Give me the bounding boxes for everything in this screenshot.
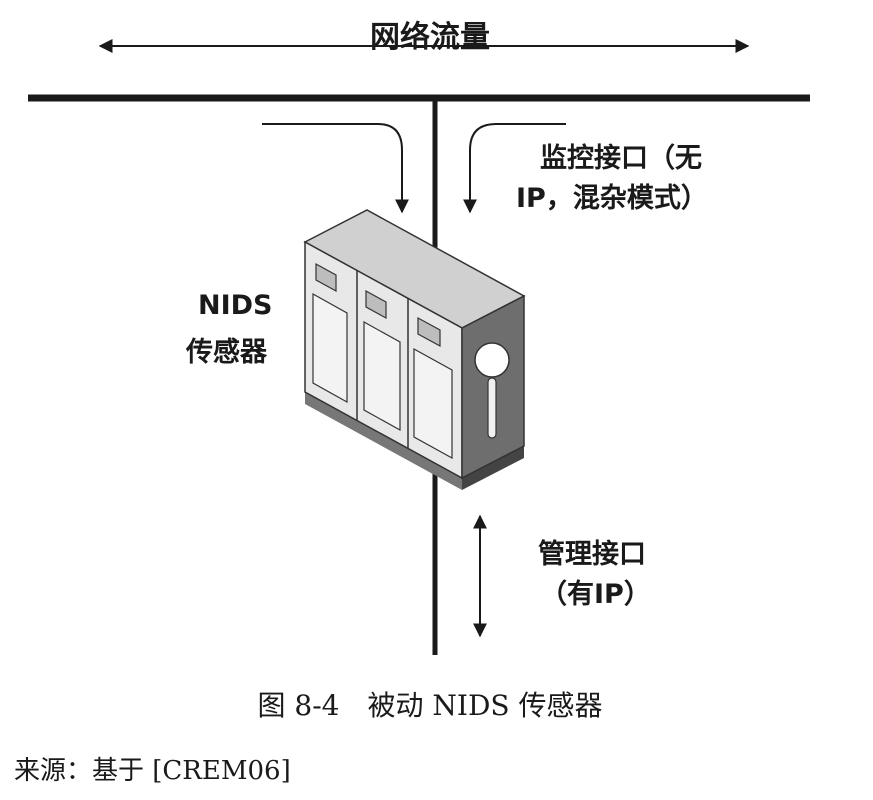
server-cabinet-icon: [303, 209, 526, 490]
monitor-flow-arrow-left: [262, 123, 409, 214]
source-note: 来源：基于 [CREM06]: [14, 756, 291, 786]
monitor-interface-label-line1: 监控接口（无: [540, 143, 702, 174]
nids-sensor-label-line1: NIDS: [198, 290, 273, 321]
network-traffic-label: 网络流量: [370, 20, 490, 55]
monitor-interface-label-line2: IP，混杂模式）: [516, 183, 708, 214]
nids-sensor-label-line2: 传感器: [186, 337, 267, 368]
management-interface-label-line1: 管理接口: [538, 539, 646, 570]
monitor-flow-arrow-right: [463, 123, 566, 214]
figure-caption: 图 8-4 被动 NIDS 传感器: [257, 689, 603, 722]
management-interface-label-line2: （有IP）: [540, 579, 651, 610]
